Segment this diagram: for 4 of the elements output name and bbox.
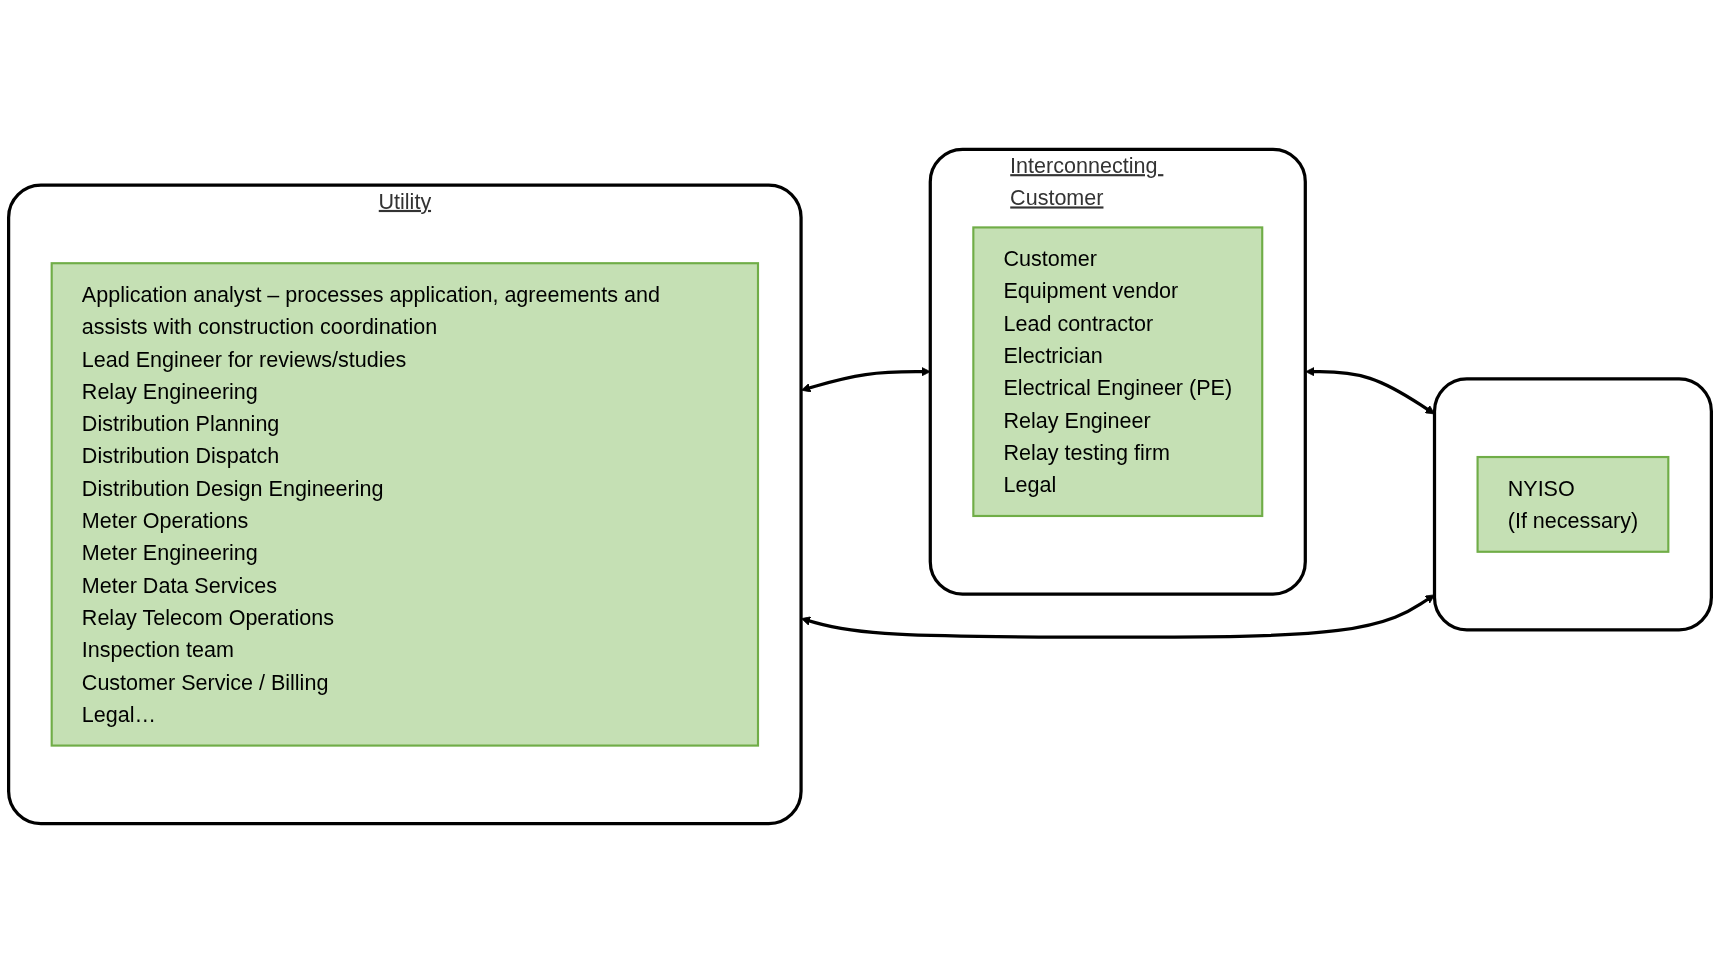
cluster [1432, 377, 1713, 632]
node-box: Application analyst – processes application, agreements and assists with construction coordination Lead Engineer for reviews/studies Relay Engineering Distribution Planning Distribution Dispatch Distribution Design Engineering Meter Operations Meter Engineering Meter Data Services Relay Telecom Operations Inspection team Customer Service / Billing Legal… [50, 262, 760, 747]
node-box: Customer Equipment vendor Lead contractor Electrician Electrical Engineer (PE) Relay Engineer Relay testing firm Legal [972, 226, 1264, 518]
node-box: NYISO (If necessary) [1476, 455, 1670, 553]
